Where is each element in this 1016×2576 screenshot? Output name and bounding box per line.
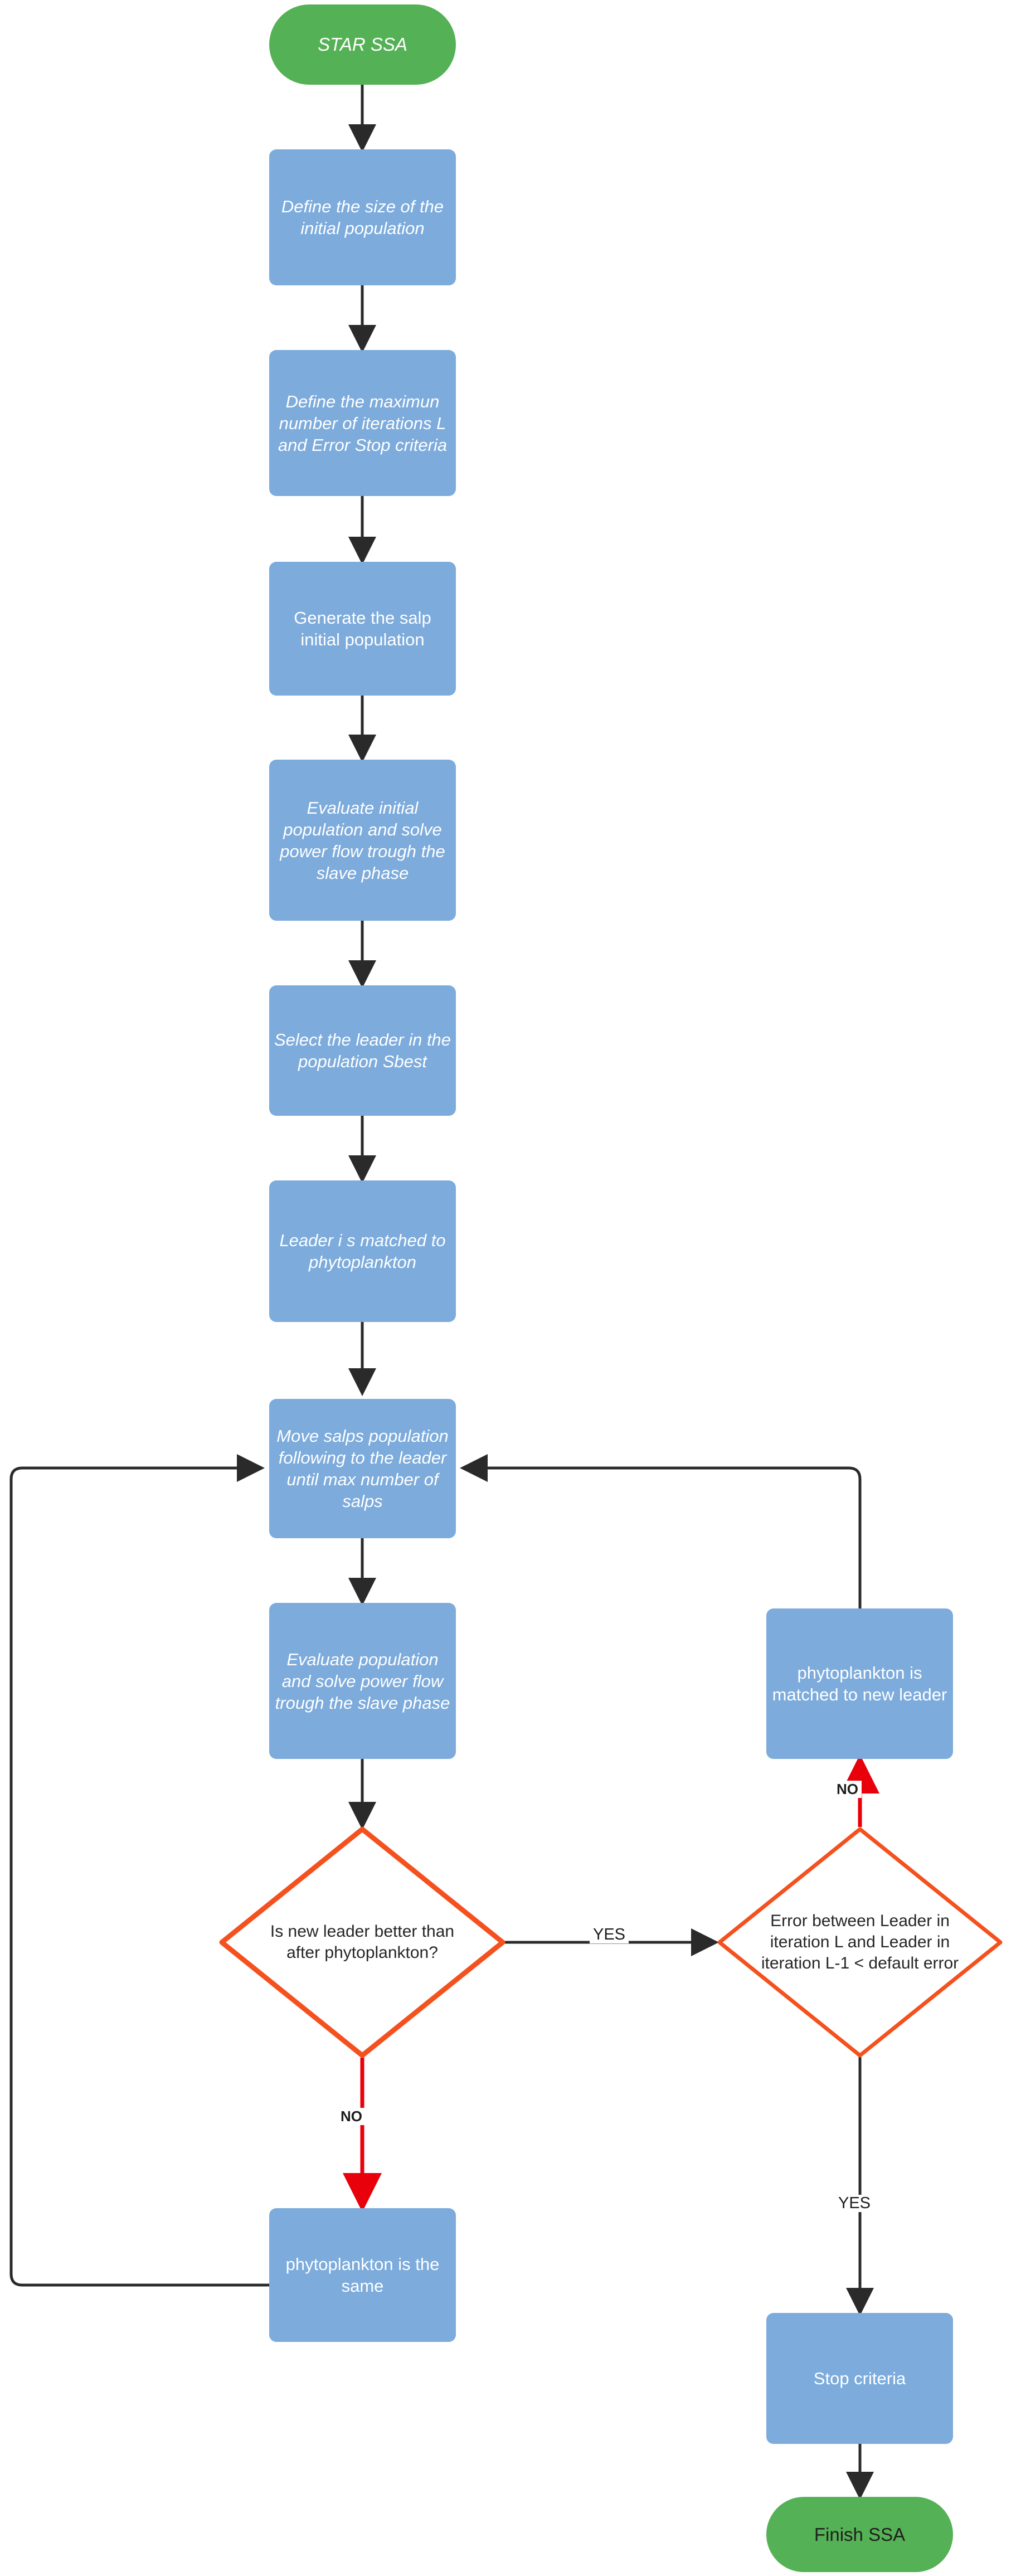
node-define-size[interactable]: Define the size of the initial populatio… bbox=[269, 149, 456, 285]
node-finish-label: Finish SSA bbox=[814, 2524, 906, 2545]
edge-loop-right-to-move bbox=[460, 1454, 862, 1608]
node-move-salps-population-label: Move salps population following to the l… bbox=[276, 1426, 449, 1511]
node-start[interactable]: STAR SSA bbox=[269, 4, 456, 85]
node-evaluate-population[interactable]: Evaluate population and solve power flow… bbox=[269, 1603, 456, 1759]
node-decision-is-new-leader-better-label: Is new leader better than after phytopla… bbox=[270, 1922, 455, 1962]
node-evaluate-initial-population[interactable]: Evaluate initial population and solve po… bbox=[269, 760, 456, 921]
node-phytoplankton-is-the-same[interactable]: phytoplankton is the same bbox=[269, 2208, 456, 2342]
edge-label-yes-to-stop: YES bbox=[835, 2195, 874, 2212]
node-finish[interactable]: Finish SSA bbox=[766, 2497, 953, 2572]
node-start-label: STAR SSA bbox=[318, 34, 407, 55]
node-phytoplankton-is-the-same-label: phytoplankton is the same bbox=[285, 2254, 440, 2296]
edge-label-no-to-new-leader: NO bbox=[833, 1781, 862, 1798]
node-leader-matched-to-phytoplankton[interactable]: Leader i s matched to phytoplankton bbox=[269, 1180, 456, 1322]
node-define-max-iterations[interactable]: Define the maximun number of iterations … bbox=[269, 350, 456, 496]
node-decision-error-between-leaders-label: Error between Leader in iteration L and … bbox=[761, 1912, 959, 1972]
node-decision-is-new-leader-better[interactable]: Is new leader better than after phytopla… bbox=[219, 1826, 505, 2058]
node-define-max-iterations-label: Define the maximun number of iterations … bbox=[278, 391, 448, 455]
node-define-size-label: Define the size of the initial populatio… bbox=[281, 197, 444, 238]
node-evaluate-initial-population-label: Evaluate initial population and solve po… bbox=[280, 798, 445, 883]
node-generate-population-label: Generate the salp initial population bbox=[294, 608, 431, 649]
node-generate-population[interactable]: Generate the salp initial population bbox=[269, 562, 456, 696]
node-select-leader[interactable]: Select the leader in the population Sbes… bbox=[269, 985, 456, 1116]
edge-label-yes-to-error: YES bbox=[590, 1926, 629, 1943]
node-phytoplankton-matched-new-leader[interactable]: phytoplankton is matched to new leader bbox=[766, 1608, 953, 1759]
node-stop-criteria-label: Stop criteria bbox=[813, 2369, 906, 2388]
node-phytoplankton-matched-new-leader-label: phytoplankton is matched to new leader bbox=[772, 1663, 947, 1704]
edge-label-no-to-same: NO bbox=[337, 2108, 366, 2125]
node-evaluate-population-label: Evaluate population and solve power flow… bbox=[275, 1649, 450, 1713]
node-leader-matched-to-phytoplankton-label: Leader i s matched to phytoplankton bbox=[279, 1231, 446, 1272]
node-move-salps-population[interactable]: Move salps population following to the l… bbox=[269, 1399, 456, 1538]
node-select-leader-label: Select the leader in the population Sbes… bbox=[274, 1030, 451, 1071]
node-stop-criteria[interactable]: Stop criteria bbox=[766, 2313, 953, 2444]
node-decision-error-between-leaders[interactable]: Error between Leader in iteration L and … bbox=[717, 1827, 1003, 2058]
